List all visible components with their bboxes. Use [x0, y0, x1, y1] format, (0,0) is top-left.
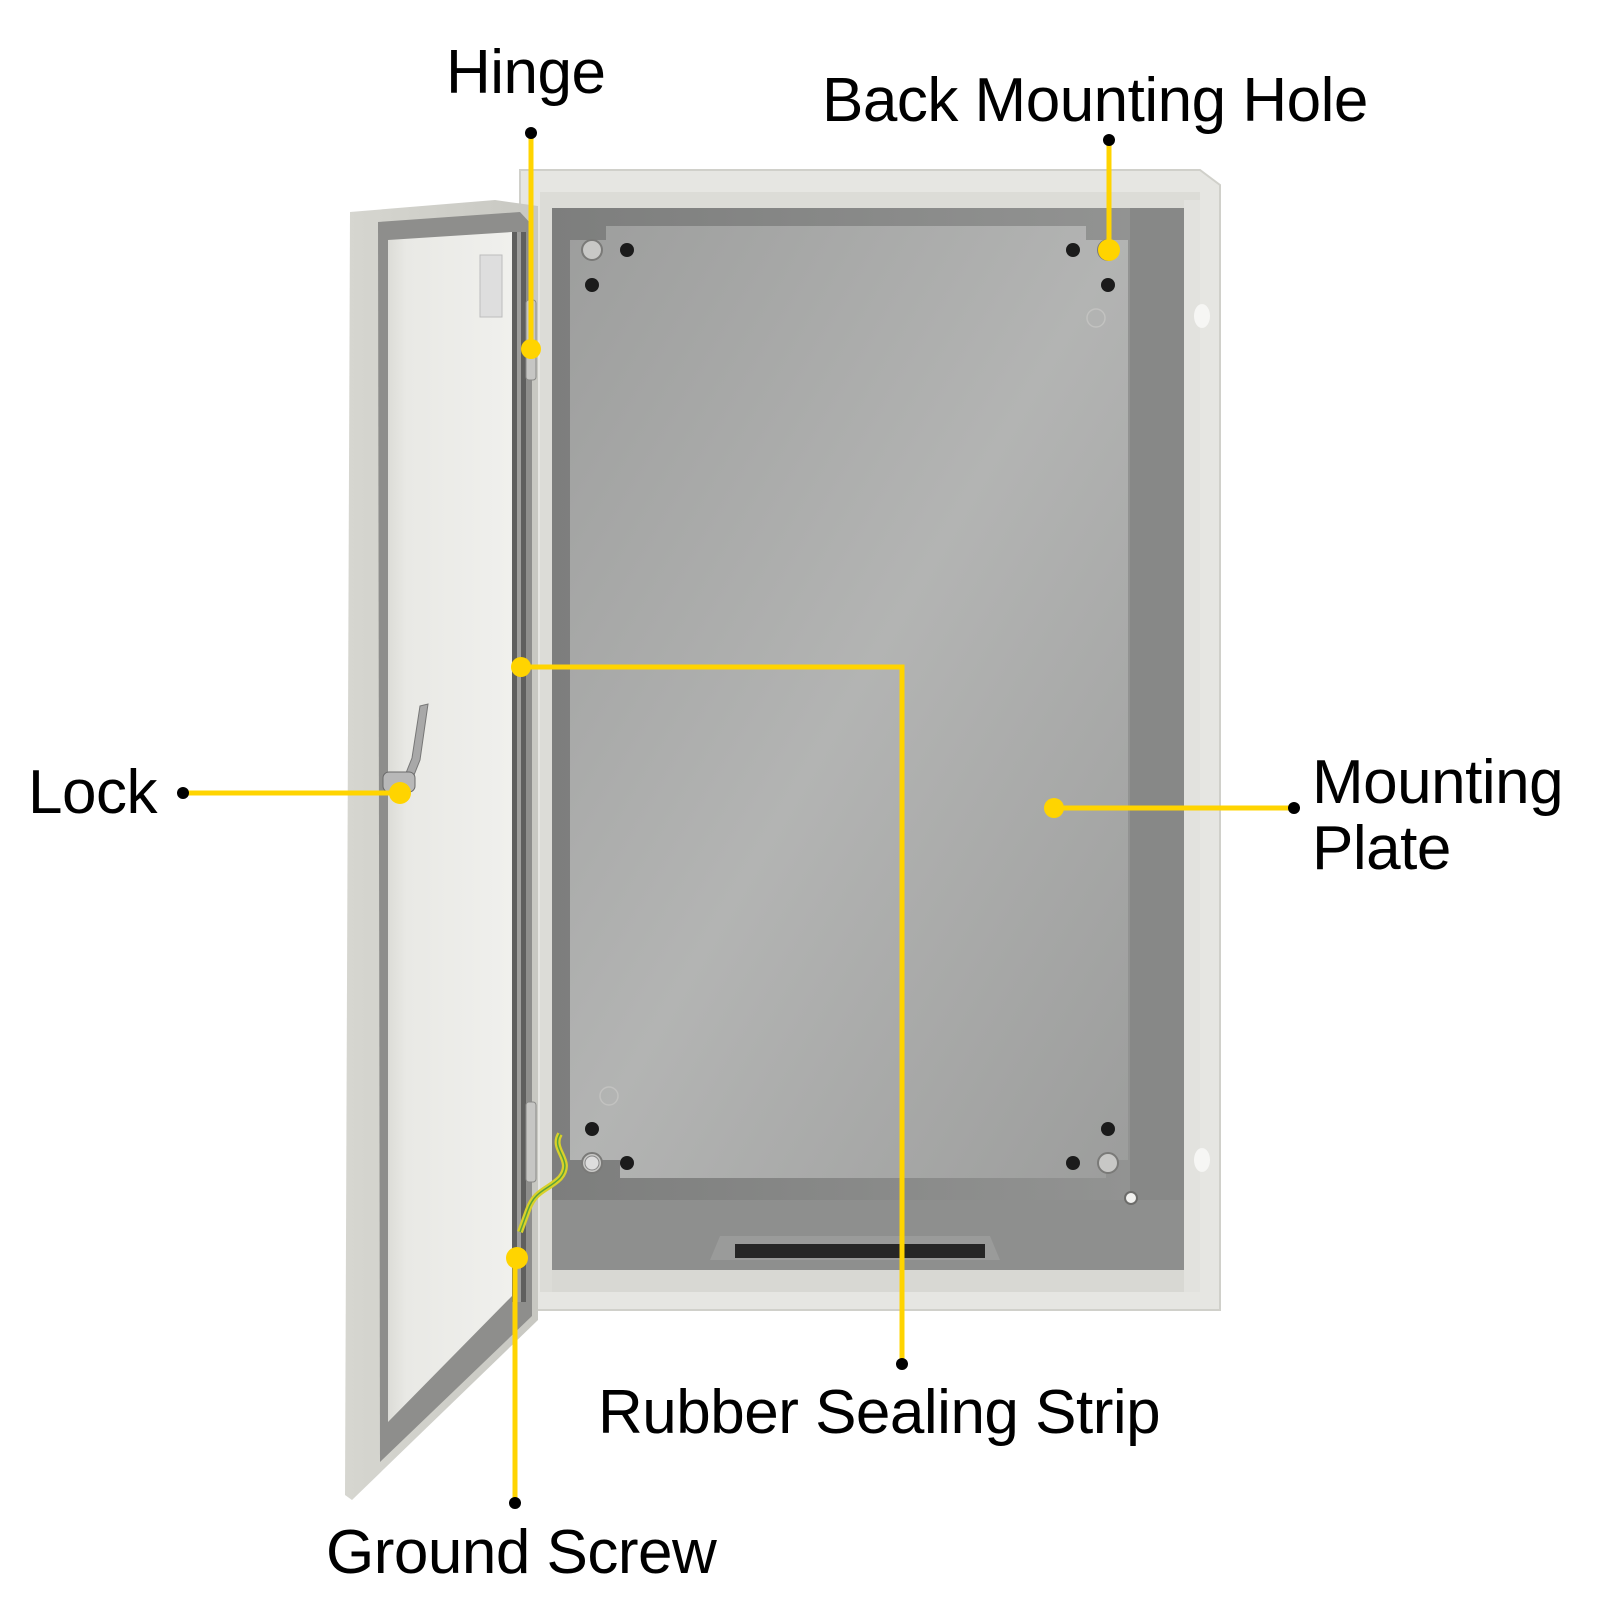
mounting-holes	[585, 243, 1115, 1170]
mounting-plate	[570, 226, 1138, 1205]
label-rubber-sealing-strip: Rubber Sealing Strip	[598, 1378, 1161, 1447]
target-dots	[389, 239, 1120, 1269]
ground-screw-target-dot	[506, 1247, 528, 1269]
leader-lines	[183, 133, 1294, 1503]
label-mounting-plate-line2: Plate	[1312, 814, 1451, 883]
label-lock: Lock	[28, 758, 157, 827]
label-dots	[177, 127, 1300, 1509]
door	[345, 200, 600, 1500]
label-hinge: Hinge	[446, 38, 606, 107]
mounting-plate-target-dot	[1044, 798, 1064, 818]
label-mounting-plate-line1: Mounting	[1312, 748, 1564, 817]
label-back-mounting-hole: Back Mounting Hole	[822, 66, 1368, 135]
lock-target-dot	[389, 782, 411, 804]
cable-entry-slot	[710, 1236, 1000, 1260]
hinge-target-dot	[521, 339, 541, 359]
rubber-sealing-strip-target-dot	[511, 657, 531, 677]
rubber-sealing-strip-leader	[521, 664, 905, 1364]
back-mounting-hole-target-dot	[1098, 239, 1120, 261]
label-ground-screw: Ground Screw	[326, 1518, 717, 1587]
